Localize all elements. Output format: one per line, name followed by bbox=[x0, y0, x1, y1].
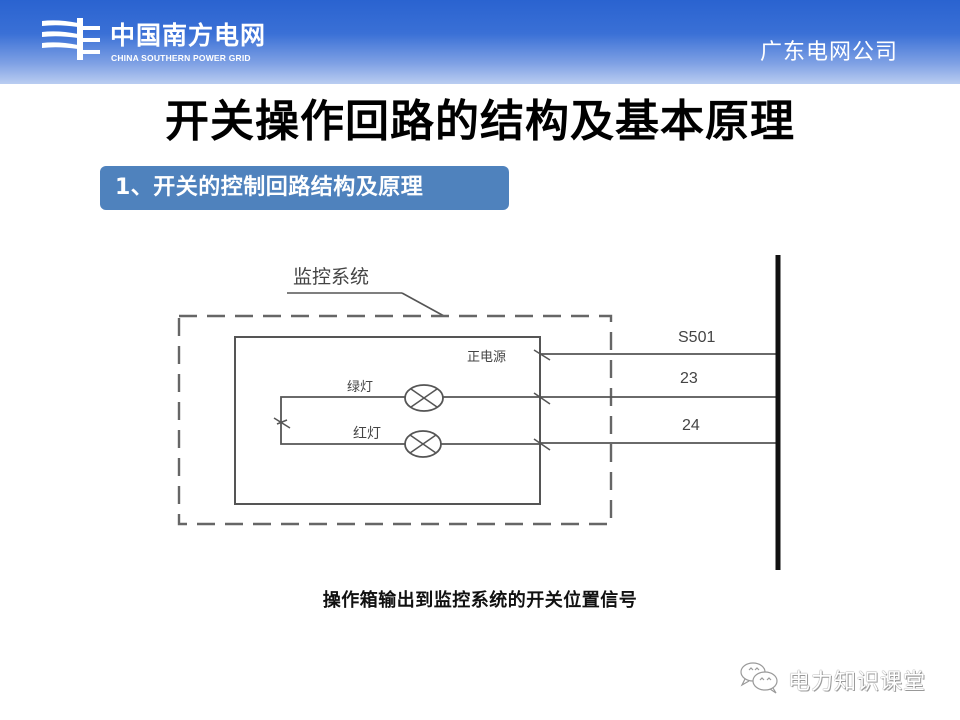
monitoring-system-label: 监控系统 bbox=[293, 266, 370, 288]
red-lamp-icon bbox=[404, 430, 442, 458]
csg-logo-icon bbox=[42, 18, 100, 60]
diagram-caption: 操作箱输出到监控系统的开关位置信号 bbox=[322, 590, 638, 611]
company-name: 广东电网公司 bbox=[759, 40, 898, 65]
slide-title: 开关操作回路的结构及基本原理 bbox=[165, 96, 795, 147]
logo-chinese-name: 中国南方电网 bbox=[110, 21, 267, 50]
green-lamp-label: 绿灯 bbox=[347, 380, 374, 395]
logo-english-name: CHINA SOUTHERN POWER GRID bbox=[111, 53, 251, 63]
inner-circuit-box bbox=[234, 336, 541, 505]
terminal-label-24: 24 bbox=[682, 417, 700, 434]
red-lamp-label: 红灯 bbox=[353, 426, 381, 442]
monitoring-system-boundary bbox=[177, 314, 613, 526]
watermark-text: 电力知识课堂 bbox=[788, 670, 927, 695]
green-lamp-icon bbox=[404, 384, 444, 412]
section-heading-box: 1、开关的控制回路结构及原理 bbox=[100, 166, 509, 210]
header-banner: 中国南方电网 CHINA SOUTHERN POWER GRID 广东电网公司 bbox=[0, 0, 960, 84]
wechat-icon bbox=[740, 662, 778, 694]
terminal-label-23: 23 bbox=[680, 370, 698, 387]
positive-power-label: 正电源 bbox=[467, 350, 507, 365]
section-heading: 1、开关的控制回路结构及原理 bbox=[115, 175, 424, 200]
terminal-label-s501: S501 bbox=[678, 329, 716, 346]
